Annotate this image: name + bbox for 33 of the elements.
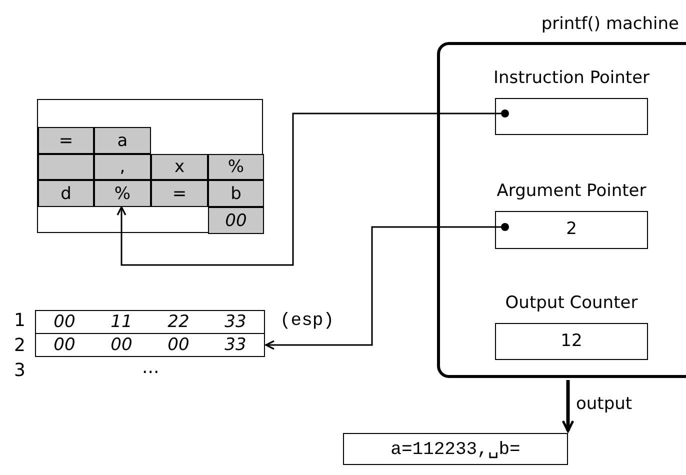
register-label: Instruction Pointer [493,68,650,88]
memory-byte: 00 [110,335,132,355]
row-number: 1 [14,310,26,331]
register-label: Argument Pointer [496,181,646,201]
register-value: 2 [566,219,577,239]
memory-byte: 33 [224,312,246,332]
table-cell: % [208,154,264,180]
row-number: 2 [14,335,26,356]
table-cell: a [94,127,151,154]
arrow [562,380,574,432]
memory-row [35,333,265,357]
pointer-note: (esp) [280,311,334,331]
table-cell: = [38,127,94,154]
register-value: 12 [560,331,582,351]
table-cell: 00 [208,207,264,234]
table-cell: b [208,180,264,207]
row-number: 3 [14,360,26,381]
memory-byte: 33 [224,335,246,355]
ellipsis: ... [142,357,160,378]
memory-byte: 00 [54,312,76,332]
memory-byte: 11 [110,312,132,332]
table-cell: x [151,154,208,180]
machine-title: printf() machine [541,14,679,34]
memory-byte: 22 [168,312,190,332]
output-box: a=112233,␣b= [343,433,568,465]
table-cell: % [94,180,151,207]
memory-byte: 00 [54,335,76,355]
register-label: Output Counter [505,293,638,313]
format-string-table [37,99,263,233]
table-cell: = [151,180,208,207]
table-cell: d [38,180,94,207]
table-cell: , [94,154,151,180]
memory-byte: 00 [168,335,190,355]
